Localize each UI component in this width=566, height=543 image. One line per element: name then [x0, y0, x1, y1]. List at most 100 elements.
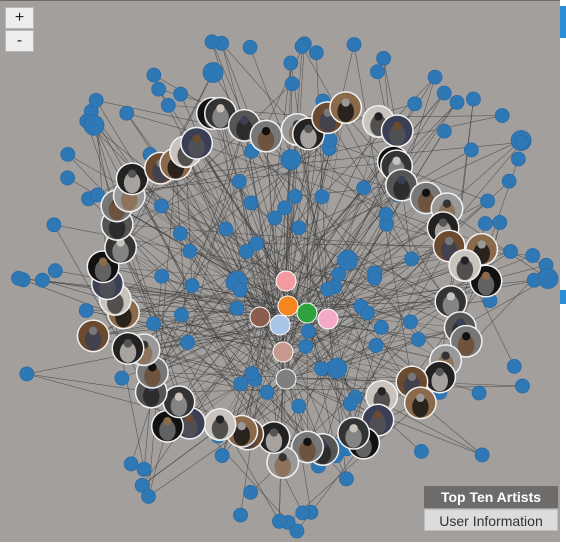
artist-photo-head[interactable]: [163, 417, 171, 425]
user-node[interactable]: [360, 306, 374, 320]
user-node[interactable]: [183, 244, 197, 258]
artist-photo-head[interactable]: [439, 218, 447, 226]
user-node[interactable]: [48, 264, 62, 278]
artist-photo-head[interactable]: [216, 415, 224, 423]
user-node[interactable]: [515, 135, 529, 149]
user-node[interactable]: [185, 279, 199, 293]
user-node[interactable]: [481, 194, 495, 208]
user-node[interactable]: [285, 77, 299, 91]
artist-node[interactable]: [404, 386, 437, 419]
artist-node[interactable]: [448, 249, 481, 282]
artist-photo-head[interactable]: [99, 258, 107, 266]
user-node[interactable]: [12, 271, 26, 285]
user-node[interactable]: [296, 506, 310, 520]
top-artist-node[interactable]: [250, 307, 270, 327]
user-node[interactable]: [124, 457, 138, 471]
top-artist-node[interactable]: [276, 369, 296, 389]
artist-photo-head[interactable]: [445, 237, 453, 245]
artist-photo-head[interactable]: [441, 351, 449, 359]
artist-photo-head[interactable]: [279, 453, 287, 461]
user-node[interactable]: [61, 147, 75, 161]
user-node[interactable]: [84, 115, 104, 135]
user-node[interactable]: [142, 489, 156, 503]
artist-photo-head[interactable]: [477, 240, 485, 248]
user-node[interactable]: [538, 268, 558, 288]
user-node[interactable]: [233, 283, 247, 297]
artist-node[interactable]: [329, 91, 362, 124]
user-node[interactable]: [244, 196, 258, 210]
top-ten-artists-button[interactable]: Top Ten Artists: [424, 486, 558, 508]
user-node[interactable]: [281, 150, 301, 170]
user-node[interactable]: [232, 174, 246, 188]
user-node[interactable]: [155, 269, 169, 283]
artist-photo-head[interactable]: [422, 189, 430, 197]
user-node[interactable]: [411, 332, 425, 346]
user-node[interactable]: [249, 237, 263, 251]
artist-photo-head[interactable]: [443, 199, 451, 207]
user-node[interactable]: [504, 245, 518, 259]
user-node[interactable]: [370, 65, 384, 79]
artist-node[interactable]: [116, 162, 149, 195]
user-node[interactable]: [403, 315, 417, 329]
top-artist-node[interactable]: [276, 271, 296, 291]
user-node[interactable]: [137, 462, 151, 476]
user-node[interactable]: [230, 301, 244, 315]
user-node[interactable]: [347, 37, 361, 51]
user-node[interactable]: [20, 367, 34, 381]
zoom-out-button[interactable]: -: [5, 30, 34, 52]
artist-photo-head[interactable]: [461, 256, 469, 264]
artist-photo-head[interactable]: [341, 98, 349, 106]
user-node[interactable]: [495, 109, 509, 123]
user-node[interactable]: [511, 152, 525, 166]
user-node[interactable]: [377, 51, 391, 65]
artist-node[interactable]: [180, 127, 213, 160]
user-node[interactable]: [309, 46, 323, 60]
artist-node[interactable]: [111, 332, 144, 365]
user-node[interactable]: [295, 39, 309, 53]
artist-photo-head[interactable]: [270, 428, 278, 436]
user-node[interactable]: [472, 386, 486, 400]
artist-photo-head[interactable]: [408, 373, 416, 381]
top-artist-node[interactable]: [297, 303, 317, 323]
artist-node[interactable]: [250, 120, 283, 153]
user-node[interactable]: [292, 399, 306, 413]
user-node[interactable]: [89, 93, 103, 107]
user-node[interactable]: [437, 86, 451, 100]
user-node[interactable]: [369, 338, 383, 352]
artist-photo-head[interactable]: [393, 122, 401, 130]
user-node[interactable]: [35, 273, 49, 287]
artist-photo-head[interactable]: [216, 104, 224, 112]
user-node[interactable]: [327, 358, 347, 378]
user-node[interactable]: [379, 207, 393, 221]
artist-photo-head[interactable]: [128, 170, 136, 178]
user-node[interactable]: [147, 68, 161, 82]
user-node[interactable]: [437, 124, 451, 138]
artist-photo-head[interactable]: [462, 332, 470, 340]
user-node[interactable]: [339, 472, 353, 486]
user-node[interactable]: [47, 218, 61, 232]
artist-photo-head[interactable]: [435, 368, 443, 376]
user-node[interactable]: [120, 106, 134, 120]
user-node[interactable]: [502, 174, 516, 188]
user-node[interactable]: [174, 308, 188, 322]
artist-photo-head[interactable]: [304, 125, 312, 133]
user-node[interactable]: [244, 485, 258, 499]
user-node[interactable]: [301, 324, 315, 338]
user-node[interactable]: [161, 98, 175, 112]
user-node[interactable]: [290, 524, 304, 538]
user-node[interactable]: [475, 448, 489, 462]
user-node[interactable]: [219, 222, 233, 236]
zoom-in-button[interactable]: +: [5, 7, 34, 29]
artist-photo-head[interactable]: [124, 339, 132, 347]
user-node[interactable]: [61, 171, 75, 185]
user-node[interactable]: [321, 282, 335, 296]
user-node[interactable]: [205, 35, 219, 49]
user-node[interactable]: [405, 252, 419, 266]
user-node[interactable]: [315, 190, 329, 204]
user-node[interactable]: [374, 320, 388, 334]
artist-photo-head[interactable]: [89, 327, 97, 335]
user-node[interactable]: [450, 95, 464, 109]
user-node[interactable]: [493, 215, 507, 229]
user-node[interactable]: [181, 335, 195, 349]
user-node[interactable]: [174, 87, 188, 101]
